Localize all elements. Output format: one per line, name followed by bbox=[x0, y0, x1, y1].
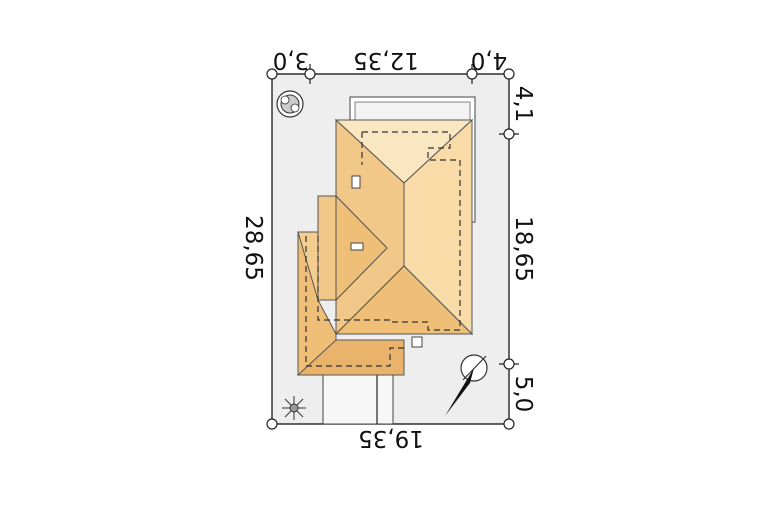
dim-right-middle: 18,65 bbox=[510, 216, 536, 282]
dim-top-middle: 12,35 bbox=[353, 47, 419, 73]
shrub-icon bbox=[282, 396, 306, 420]
dimension-markers bbox=[266, 68, 515, 430]
chimneys bbox=[350, 175, 423, 348]
dim-right-bottom: 5,0 bbox=[510, 376, 536, 413]
north-arrow-icon bbox=[445, 354, 488, 416]
dim-bottom: 19,35 bbox=[358, 425, 424, 451]
dim-top-right: 4,0 bbox=[471, 47, 508, 73]
dim-left: 28,65 bbox=[240, 215, 266, 281]
hidden-walls bbox=[305, 131, 461, 367]
dim-right-top: 4,1 bbox=[510, 86, 536, 123]
driveway bbox=[322, 371, 394, 425]
tree-icon bbox=[276, 90, 304, 118]
dim-top-left: 3,0 bbox=[273, 47, 310, 73]
